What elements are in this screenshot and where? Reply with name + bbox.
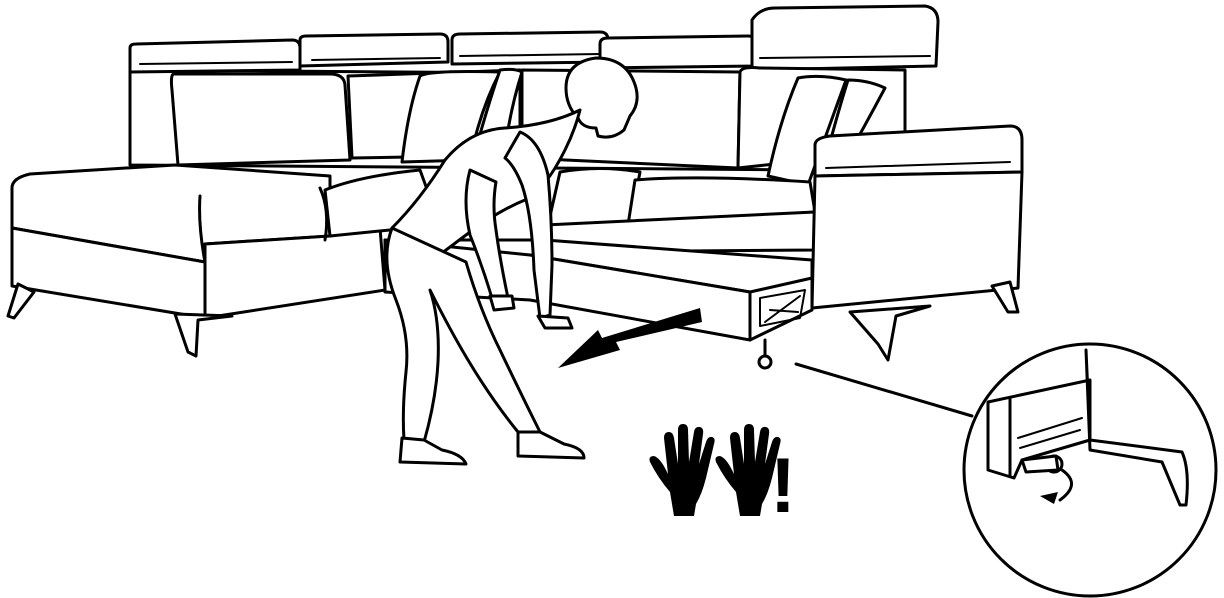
warning-mark: !	[770, 441, 796, 529]
hand-icon	[650, 424, 715, 516]
warning-hands: !	[650, 424, 796, 529]
sofa-leg	[850, 306, 930, 360]
sofa-right-armrest	[812, 126, 1022, 360]
sofa-leg	[175, 314, 232, 356]
magnifier-icon	[796, 344, 1216, 596]
sofa-leg	[8, 284, 34, 318]
